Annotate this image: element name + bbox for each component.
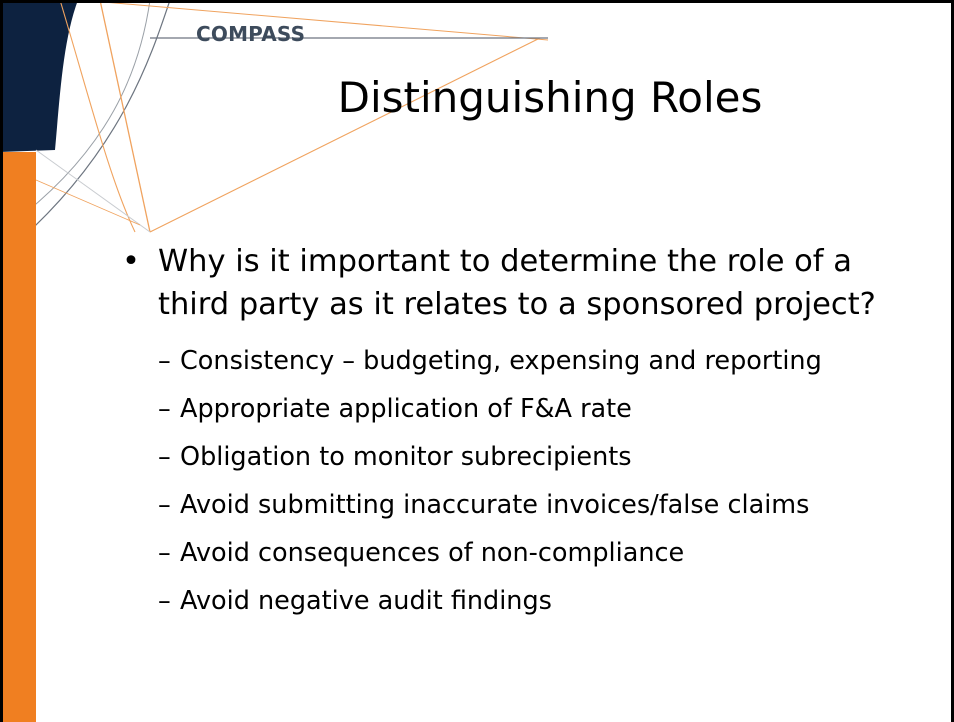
dash-marker: – bbox=[158, 586, 171, 616]
orange-side-bar bbox=[3, 152, 36, 722]
frame-top-border bbox=[0, 0, 954, 3]
sub-bullet-text: Consistency – budgeting, expensing and r… bbox=[180, 346, 822, 376]
dash-marker: – bbox=[158, 490, 171, 520]
dash-marker: – bbox=[158, 442, 171, 472]
sub-bullet-item: – Consistency – budgeting, expensing and… bbox=[120, 337, 930, 385]
compass-logo-text: COMPASS bbox=[196, 22, 306, 46]
sub-bullet-list: – Consistency – budgeting, expensing and… bbox=[120, 337, 930, 625]
frame-left-border bbox=[0, 0, 3, 722]
sub-bullet-text: Avoid negative audit findings bbox=[180, 586, 552, 616]
slide-title: Distinguishing Roles bbox=[337, 73, 763, 122]
sub-bullet-text: Avoid submitting inaccurate invoices/fal… bbox=[180, 490, 810, 520]
slide-content: • Why is it important to determine the r… bbox=[120, 240, 930, 625]
sub-bullet-item: – Avoid consequences of non-compliance bbox=[120, 529, 930, 577]
sub-bullet-item: – Obligation to monitor subrecipients bbox=[120, 433, 930, 481]
dash-marker: – bbox=[158, 394, 171, 424]
sub-bullet-item: – Avoid submitting inaccurate invoices/f… bbox=[120, 481, 930, 529]
sub-bullet-item: – Appropriate application of F&A rate bbox=[120, 385, 930, 433]
main-bullet: • Why is it important to determine the r… bbox=[120, 240, 930, 326]
compass-arc-logo bbox=[0, 0, 549, 241]
sub-bullet-text: Avoid consequences of non-compliance bbox=[180, 538, 685, 568]
sub-bullet-item: – Avoid negative audit findings bbox=[120, 577, 930, 625]
frame-right-border bbox=[951, 0, 954, 722]
sub-bullet-text: Appropriate application of F&A rate bbox=[180, 394, 632, 424]
dash-marker: – bbox=[158, 538, 171, 568]
dash-marker: – bbox=[158, 346, 171, 376]
sub-bullet-text: Obligation to monitor subrecipients bbox=[180, 442, 632, 472]
main-bullet-text: Why is it important to determine the rol… bbox=[158, 244, 876, 322]
bullet-marker: • bbox=[122, 244, 140, 279]
